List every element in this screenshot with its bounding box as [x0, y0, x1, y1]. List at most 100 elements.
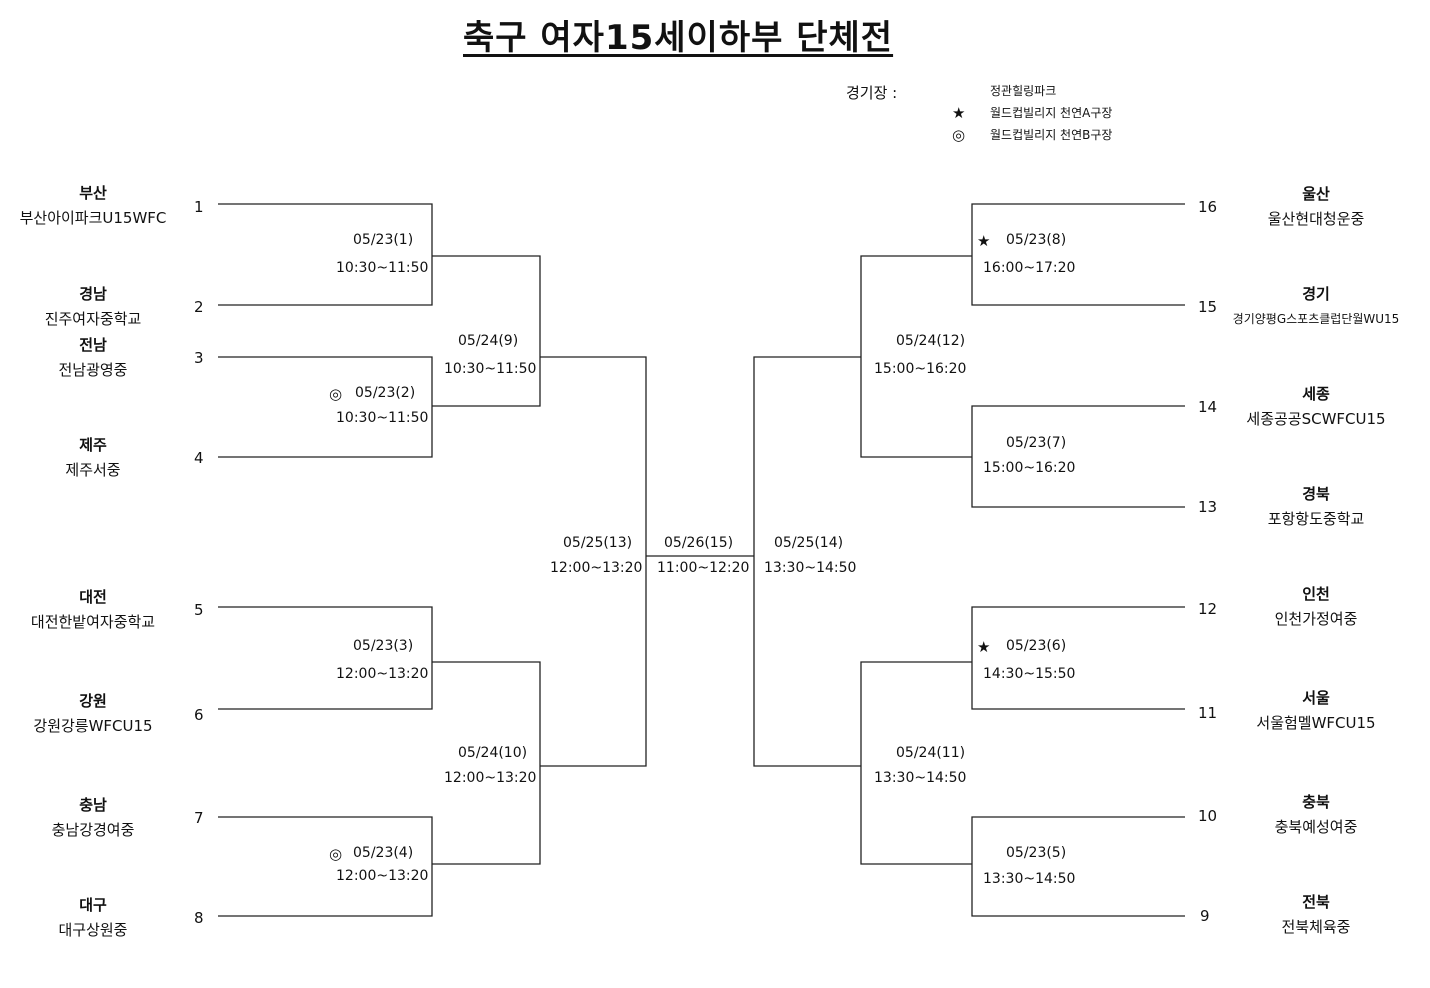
match-date: 05/23(3) — [353, 638, 414, 654]
team-entry: 전북 전북체육중 — [1216, 892, 1416, 937]
seed-number: 16 — [1198, 198, 1218, 216]
match-date: 05/25(14) — [774, 535, 844, 551]
match-date: 05/23(2) — [355, 385, 416, 401]
team-entry: 강원 강원강릉WFCU15 — [0, 691, 193, 736]
team-region: 서울 — [1302, 689, 1330, 707]
seed-number: 6 — [194, 706, 204, 724]
match-date: 05/24(9) — [458, 333, 519, 349]
star-icon: ★ — [977, 232, 991, 250]
match-time: 13:30~14:50 — [764, 560, 857, 576]
seed-number: 2 — [194, 298, 204, 316]
venue-name-3: 월드컵빌리지 천연B구장 — [990, 128, 1113, 142]
team-club: 세종공공SCWFCU15 — [1246, 410, 1386, 428]
double-circle-icon: ◎ — [329, 385, 343, 403]
team-entry: 충북 충북예성여중 — [1216, 792, 1416, 837]
team-region: 부산 — [79, 184, 107, 202]
team-region: 대전 — [79, 588, 107, 606]
team-entry: 대구 대구상원중 — [0, 895, 193, 940]
team-club: 경기양평G스포츠클럽단월WU15 — [1232, 312, 1400, 326]
match-date: 05/26(15) — [664, 535, 734, 551]
bracket-line-m8 — [971, 203, 1185, 306]
team-region: 인천 — [1302, 585, 1330, 603]
team-entry: 세종 세종공공SCWFCU15 — [1216, 384, 1416, 429]
bracket-line-m9 — [432, 255, 541, 407]
match-time: 10:30~11:50 — [336, 410, 429, 426]
team-entry: 서울 서울험멜WFCU15 — [1216, 688, 1416, 733]
team-club: 서울험멜WFCU15 — [1256, 714, 1376, 732]
seed-number: 11 — [1198, 704, 1218, 722]
seed-number: 9 — [1200, 907, 1210, 925]
bracket-line-m13 — [540, 356, 647, 767]
bracket-line-m6 — [971, 606, 1185, 710]
bracket-line-m4 — [218, 816, 433, 917]
seed-number: 7 — [194, 809, 204, 827]
venue-name-2: 월드컵빌리지 천연A구장 — [990, 106, 1113, 120]
team-club: 부산아이파크U15WFC — [19, 209, 167, 227]
match-time: 12:00~13:20 — [444, 770, 537, 786]
match-time: 14:30~15:50 — [983, 666, 1076, 682]
seed-number: 10 — [1198, 807, 1218, 825]
match-date: 05/23(6) — [1006, 638, 1067, 654]
match-time: 15:00~16:20 — [874, 361, 967, 377]
page-title: 축구 여자15세이하부 단체전 — [463, 18, 894, 58]
venue-legend-label: 경기장 : — [846, 84, 898, 102]
match-date: 05/23(8) — [1006, 232, 1067, 248]
match-date: 05/23(4) — [353, 845, 414, 861]
seed-number: 12 — [1198, 600, 1218, 618]
seed-number: 1 — [194, 198, 204, 216]
venue-name-1: 정관힐링파크 — [990, 84, 1057, 98]
team-entry: 인천 인천가정여중 — [1216, 584, 1416, 629]
bracket-line-m3 — [218, 606, 433, 710]
seed-number: 13 — [1198, 498, 1218, 516]
seed-number: 14 — [1198, 398, 1218, 416]
team-region: 전북 — [1302, 893, 1330, 911]
match-time: 10:30~11:50 — [444, 361, 537, 377]
match-time: 12:00~13:20 — [336, 868, 429, 884]
team-region: 세종 — [1302, 385, 1330, 403]
star-icon: ★ — [977, 638, 991, 656]
team-club: 대전한밭여자중학교 — [30, 613, 156, 631]
match-date: 05/25(13) — [563, 535, 633, 551]
team-region: 전남 — [79, 336, 107, 354]
match-time: 13:30~14:50 — [983, 871, 1076, 887]
match-date: 05/23(7) — [1006, 435, 1067, 451]
team-club: 강원강릉WFCU15 — [33, 717, 153, 735]
team-region: 제주 — [79, 436, 107, 454]
star-icon: ★ — [952, 104, 966, 122]
team-region: 경북 — [1302, 485, 1330, 503]
team-club: 인천가정여중 — [1274, 610, 1358, 628]
match-date: 05/24(11) — [896, 745, 966, 761]
team-club: 충남강경여중 — [51, 821, 135, 839]
team-region: 충북 — [1302, 793, 1330, 811]
team-club: 제주서중 — [65, 461, 121, 479]
team-entry: 제주 제주서중 — [0, 435, 193, 480]
team-entry: 충남 충남강경여중 — [0, 795, 193, 840]
team-club: 충북예성여중 — [1274, 818, 1358, 836]
match-date: 05/24(12) — [896, 333, 966, 349]
bracket-line-m7 — [971, 405, 1185, 508]
match-time: 12:00~13:20 — [550, 560, 643, 576]
match-date: 05/23(1) — [353, 232, 414, 248]
match-time: 15:00~16:20 — [983, 460, 1076, 476]
match-time: 12:00~13:20 — [336, 666, 429, 682]
team-club: 포항항도중학교 — [1267, 510, 1365, 528]
team-club: 울산현대청운중 — [1267, 210, 1365, 228]
bracket-line-m11 — [860, 661, 972, 865]
seed-number: 3 — [194, 349, 204, 367]
team-entry: 전남 전남광영중 — [0, 335, 193, 380]
bracket-line-m1 — [218, 203, 433, 306]
bracket-line-m12 — [860, 255, 972, 458]
team-entry: 대전 대전한밭여자중학교 — [0, 587, 193, 632]
team-entry: 부산 부산아이파크U15WFC — [0, 183, 193, 228]
team-region: 충남 — [79, 796, 107, 814]
double-circle-icon: ◎ — [329, 845, 343, 863]
match-date: 05/24(10) — [458, 745, 528, 761]
bracket-line-m5 — [971, 816, 1185, 917]
team-club: 진주여자중학교 — [44, 310, 142, 328]
team-region: 경남 — [79, 285, 107, 303]
team-club: 전북체육중 — [1281, 918, 1351, 936]
team-region: 경기 — [1302, 285, 1330, 303]
team-entry: 경남 진주여자중학교 — [0, 284, 193, 329]
seed-number: 15 — [1198, 298, 1218, 316]
